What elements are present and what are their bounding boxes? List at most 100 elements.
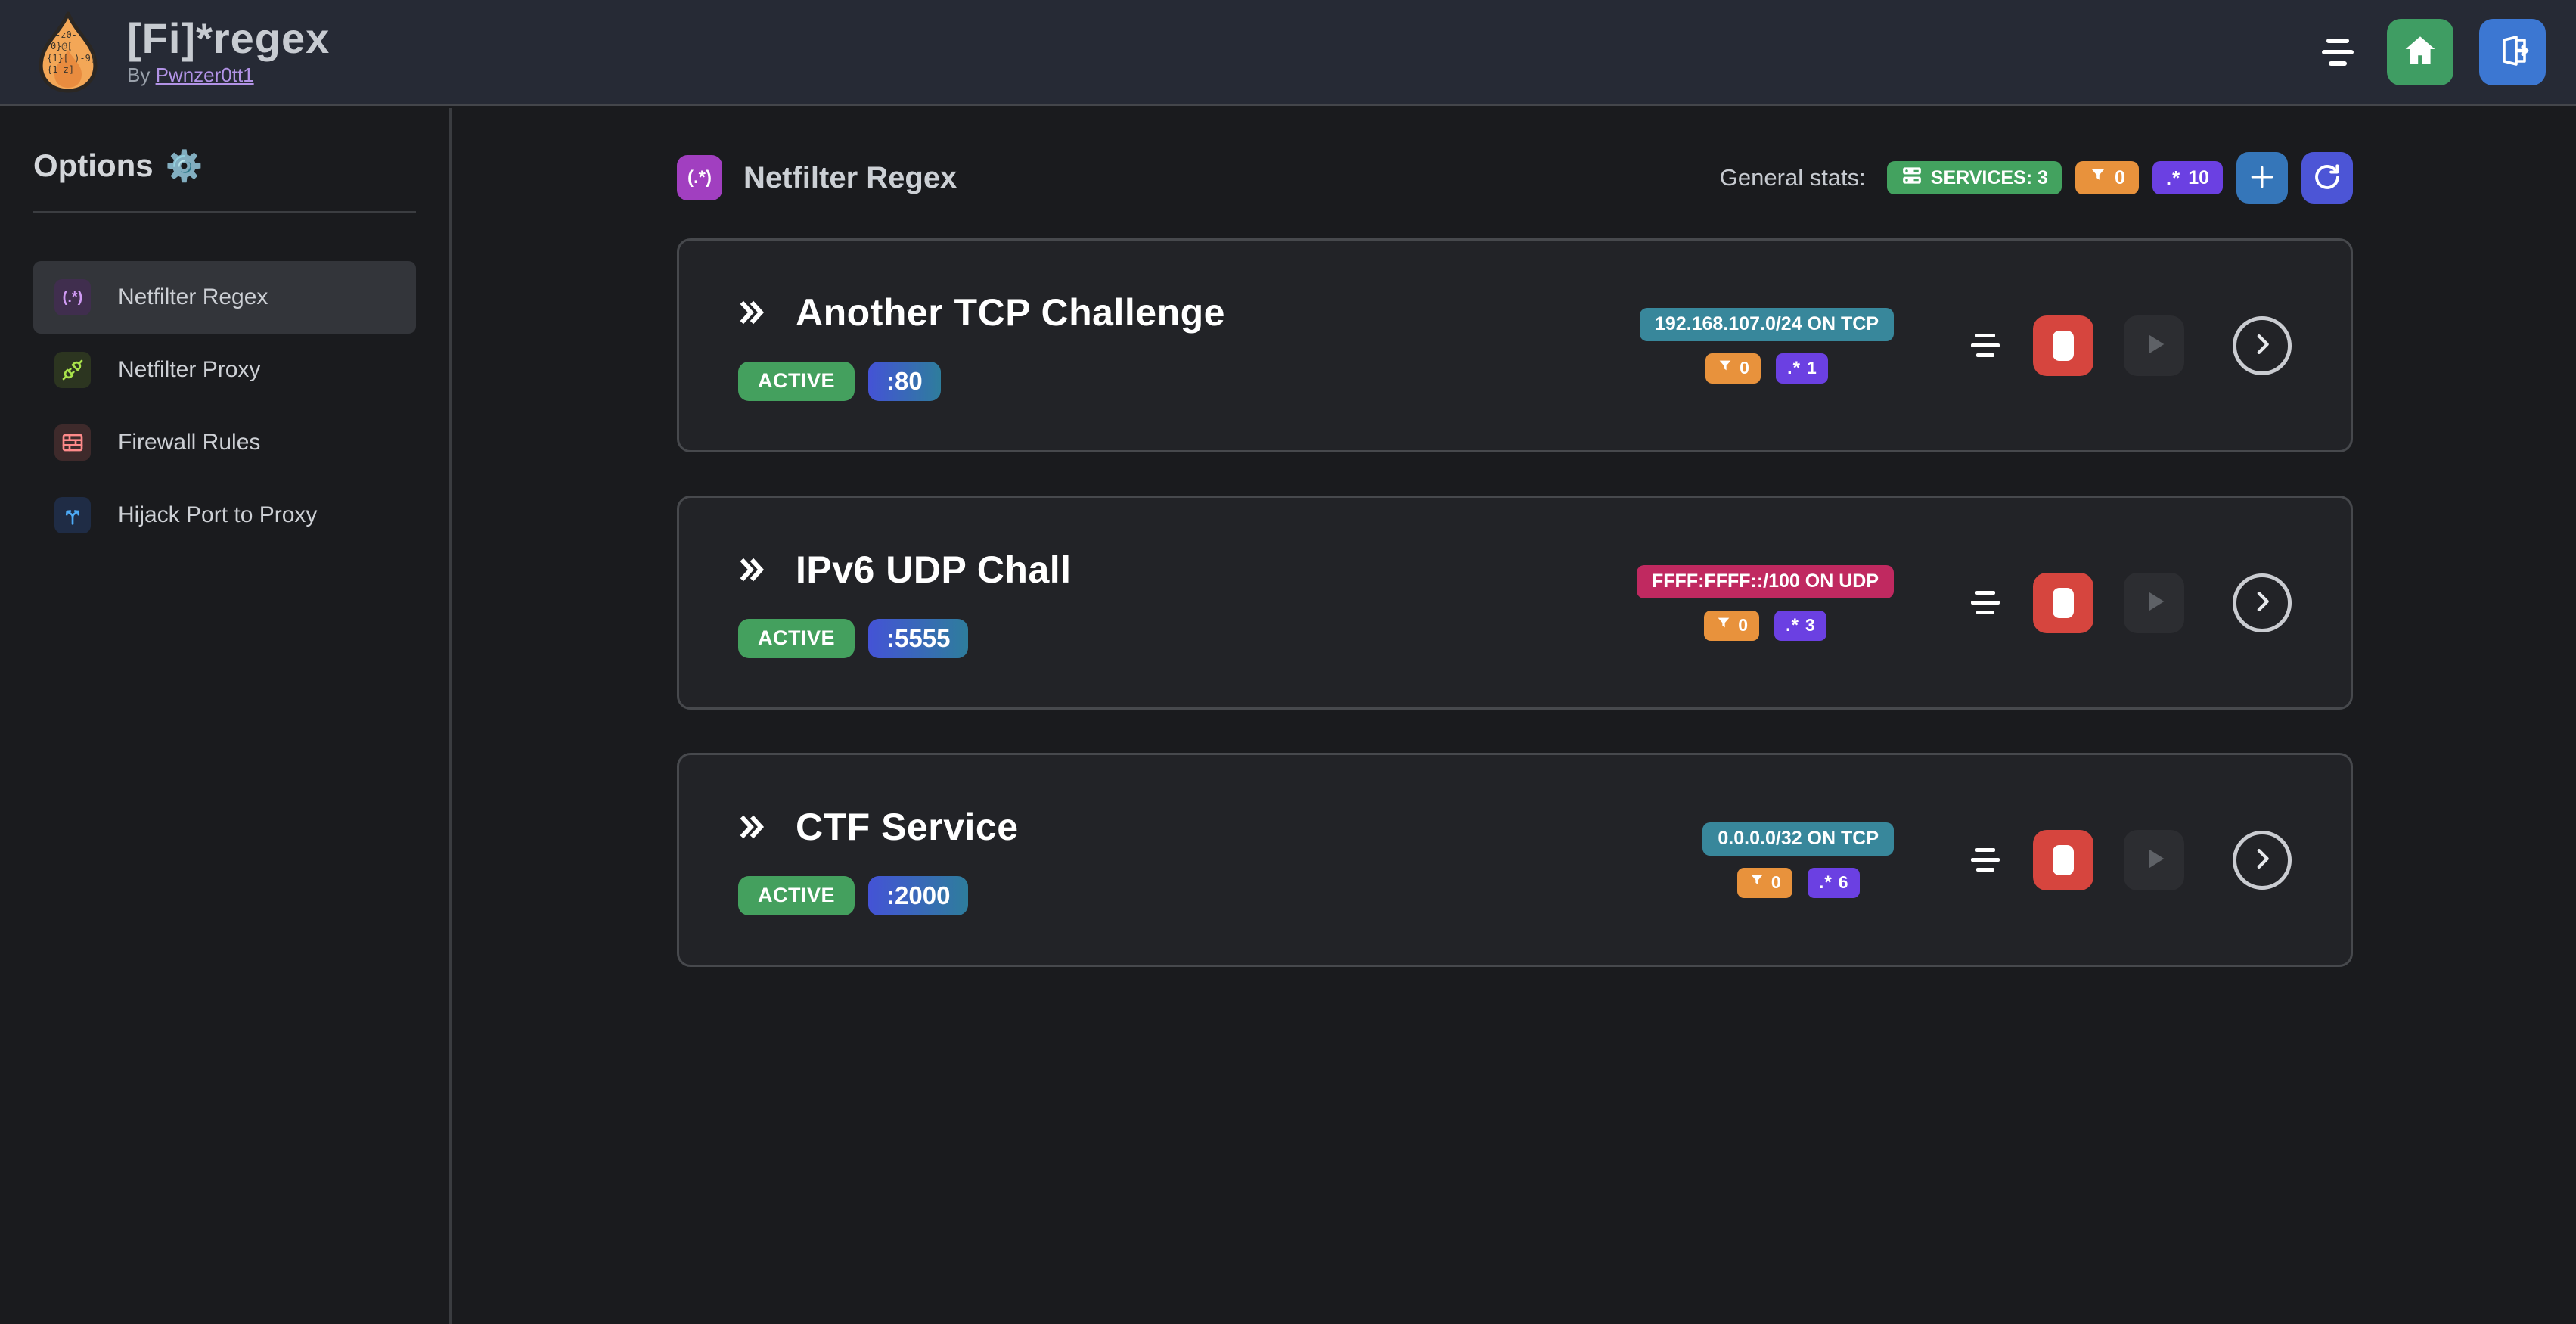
server-icon [1901,164,1923,192]
home-button[interactable] [2387,18,2453,85]
play-icon [2139,586,2169,619]
funnel-icon [1749,872,1765,894]
app-title: [Fi]*regex [127,14,331,62]
service-details-button[interactable] [2233,315,2292,375]
sidebar-item-label: Hijack Port to Proxy [118,502,318,527]
stop-button[interactable] [2033,572,2093,633]
svg-text:0}@[: 0}@[ [51,41,73,51]
play-icon [2139,329,2169,362]
section-title: Netfilter Regex [743,160,957,194]
byline-prefix: By [127,64,151,87]
filters-count-badge: 0 [2075,161,2139,194]
regex-glyph-icon: .* [2165,166,2181,189]
address-badge: FFFF:FFFF::/100 ON UDP [1637,564,1894,598]
stop-button[interactable] [2033,829,2093,890]
regex-badge: .* 3 [1774,610,1826,641]
logout-button[interactable] [2479,18,2546,85]
address-badge: 0.0.0.0/32 ON TCP [1702,822,1894,856]
netfilter-regex-icon: (.*) [677,155,722,200]
sidebar-item-netfilter-regex[interactable]: (.*) Netfilter Regex [33,261,416,334]
regex-badge: .* 6 [1807,867,1860,898]
service-card: CTF Service ACTIVE :2000 0.0.0.0/32 ON T… [677,753,2353,967]
regex-glyph-icon: .* [1818,872,1833,893]
filters-badge: 0 [1705,353,1761,384]
play-button[interactable] [2124,572,2184,633]
split-arrows-icon [54,497,91,533]
address-badge: 192.168.107.0/24 ON TCP [1639,307,1894,341]
add-service-button[interactable] [2236,152,2288,204]
stop-icon [2053,330,2074,361]
flame-logo[interactable]: -z0- 0}@[ {1}[ )-9] {1 z] [30,11,106,94]
play-button[interactable] [2124,315,2184,376]
address-info: 0.0.0.0/32 ON TCP 0 .* 6 [1702,822,1894,898]
chevron-right-icon [2247,586,2277,619]
double-chevron-icon [738,810,765,844]
service-menu-button[interactable] [1965,328,2006,363]
chevron-right-icon [2247,329,2277,362]
menu-icon [1975,334,1995,337]
address-info: FFFF:FFFF::/100 ON UDP 0 .* 3 [1637,564,1894,641]
stop-icon [2053,587,2074,618]
regex-count-badge: .* 10 [2152,161,2223,194]
sidebar-item-label: Firewall Rules [118,430,261,455]
svg-text:{1}[ )-9]: {1}[ )-9] [47,53,96,64]
sidebar-divider [33,211,416,213]
sidebar-item-firewall-rules[interactable]: Firewall Rules [33,406,416,479]
regex-glyph-icon: .* [1786,357,1801,378]
services-count-badge: SERVICES: 3 [1886,161,2062,194]
stats-label: General stats: [1719,164,1866,191]
regex-icon: (.*) [54,279,91,315]
service-name: IPv6 UDP Chall [796,548,1072,591]
port-badge: :80 [868,361,941,401]
regex-glyph-icon: .* [1786,614,1800,636]
port-badge: :2000 [868,875,969,915]
filters-badge: 0 [1704,610,1759,641]
general-stats: General stats: SERVICES: 3 [1720,152,2353,204]
funnel-icon [1717,358,1733,379]
sidebar-heading: Options ⚙️ [33,148,416,184]
address-info: 192.168.107.0/24 ON TCP 0 .* 1 [1639,307,1894,384]
funnel-icon [1715,615,1732,636]
service-name: Another TCP Challenge [796,291,1225,334]
sidebar-nav: (.*) Netfilter Regex Netfilter Proxy [33,261,416,552]
sidebar-item-label: Netfilter Proxy [118,357,261,382]
service-menu-button[interactable] [1965,585,2006,620]
svg-text:-z0-: -z0- [55,30,77,40]
play-button[interactable] [2124,829,2184,890]
svg-text:{1 z]: {1 z] [47,64,74,75]
stop-button[interactable] [2033,315,2093,376]
service-menu-button[interactable] [1965,842,2006,878]
refresh-icon [2311,161,2343,195]
header-actions [2314,18,2546,85]
menu-icon [1975,591,1995,595]
service-card: IPv6 UDP Chall ACTIVE :5555 FFFF:FFFF::/… [677,496,2353,710]
title-block: [Fi]*regex By Pwnzer0tt1 [127,14,331,88]
service-details-button[interactable] [2233,830,2292,890]
status-badge: ACTIVE [738,875,855,915]
play-icon [2139,844,2169,876]
app-header: -z0- 0}@[ {1}[ )-9] {1 z] [Fi]*regex By … [0,0,2576,106]
sidebar-item-hijack-port-to-proxy[interactable]: Hijack Port to Proxy [33,479,416,552]
refresh-button[interactable] [2301,152,2353,204]
service-card: Another TCP Challenge ACTIVE :80 192.168… [677,238,2353,452]
header-menu-button[interactable] [2314,31,2361,73]
service-name: CTF Service [796,805,1019,848]
section-header: (.*) Netfilter Regex General stats: [677,152,2353,204]
filters-badge: 0 [1736,867,1792,898]
double-chevron-icon [738,552,765,587]
logout-icon [2494,33,2531,71]
menu-icon [1975,848,1995,852]
sidebar-item-label: Netfilter Regex [118,284,268,309]
author-link[interactable]: Pwnzer0tt1 [155,64,254,87]
double-chevron-icon [738,295,765,330]
service-list: Another TCP Challenge ACTIVE :80 192.168… [677,238,2353,967]
plug-icon [54,352,91,388]
stop-icon [2053,844,2074,875]
funnel-icon [2089,166,2107,190]
sidebar-item-netfilter-proxy[interactable]: Netfilter Proxy [33,334,416,406]
status-badge: ACTIVE [738,618,855,658]
port-badge: :5555 [868,618,969,658]
service-details-button[interactable] [2233,573,2292,632]
regex-badge: .* 1 [1775,353,1828,384]
status-badge: ACTIVE [738,361,855,401]
